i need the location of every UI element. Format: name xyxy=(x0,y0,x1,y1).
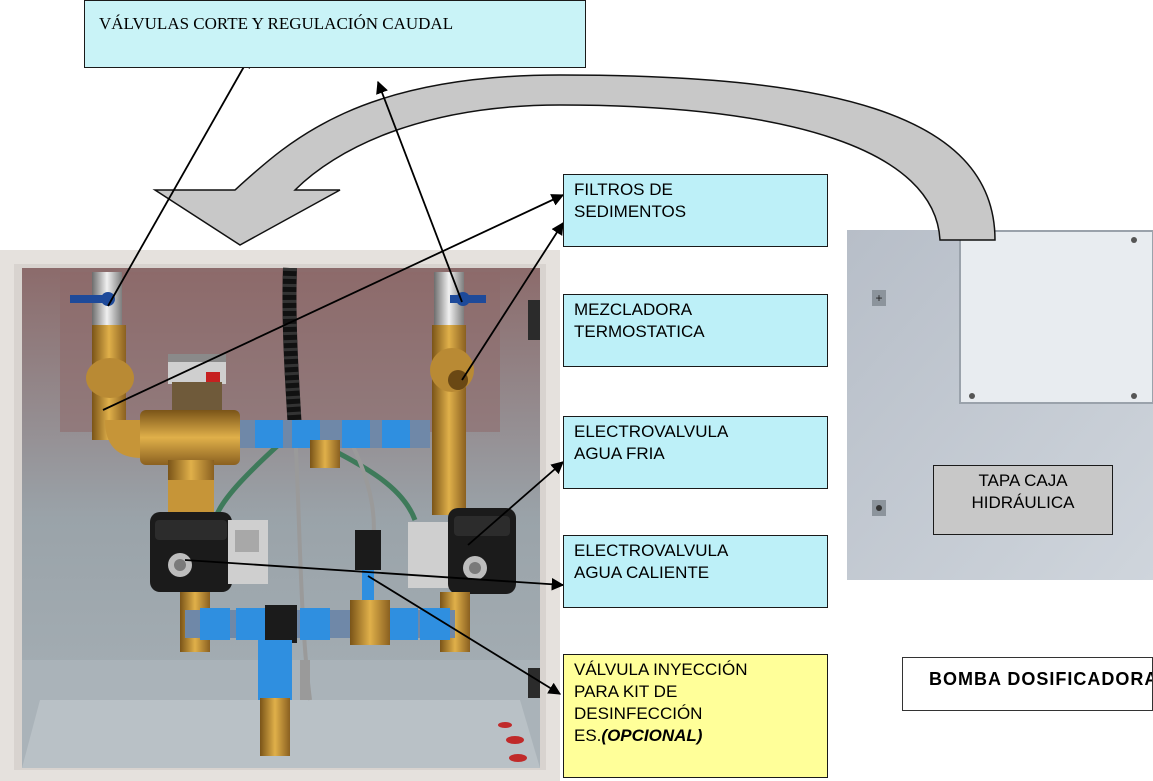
filters-line-2: SEDIMENTOS xyxy=(574,202,687,221)
valves-header-text: VÁLVULAS CORTE Y REGULACIÓN CAUDAL xyxy=(99,14,454,33)
mixer-line-2: TERMOSTATICA xyxy=(574,322,705,341)
injection-line-2: PARA KIT DE xyxy=(574,682,678,701)
cover-line-2: HIDRÁULICA xyxy=(971,493,1075,512)
injection-line-1: VÁLVULA INYECCIÓN xyxy=(574,660,748,679)
injection-suffix: ES. xyxy=(574,726,602,745)
mixer-line-1: MEZCLADORA xyxy=(574,300,693,319)
hot-solenoid-callout: ELECTROVALVULA AGUA CALIENTE xyxy=(563,535,828,608)
pump-text: BOMBA DOSIFICADORA xyxy=(929,669,1153,689)
injection-callout: VÁLVULA INYECCIÓN PARA KIT DE DESINFECCI… xyxy=(563,654,828,778)
cabinet-photo xyxy=(0,250,560,781)
cold-solenoid-line-2: AGUA FRIA xyxy=(574,444,665,463)
svg-text:+: + xyxy=(875,291,882,305)
mixer-callout: MEZCLADORA TERMOSTATICA xyxy=(563,294,828,367)
injection-line-3: DESINFECCIÓN xyxy=(574,704,703,723)
pump-callout: BOMBA DOSIFICADORA xyxy=(902,657,1153,711)
cover-callout: TAPA CAJA HIDRÁULICA xyxy=(933,465,1113,535)
filters-line-1: FILTROS DE xyxy=(574,180,673,199)
cover-line-1: TAPA CAJA xyxy=(978,471,1068,490)
hot-solenoid-line-1: ELECTROVALVULA xyxy=(574,541,729,560)
hot-solenoid-line-2: AGUA CALIENTE xyxy=(574,563,710,582)
cold-solenoid-callout: ELECTROVALVULA AGUA FRIA xyxy=(563,416,828,489)
flip-arrow-icon xyxy=(152,74,996,246)
cold-solenoid-line-1: ELECTROVALVULA xyxy=(574,422,729,441)
filters-callout: FILTROS DE SEDIMENTOS xyxy=(563,174,828,247)
pointer-arrows xyxy=(102,54,565,695)
valves-header-callout: VÁLVULAS CORTE Y REGULACIÓN CAUDAL xyxy=(84,0,586,68)
injection-optional: (OPCIONAL) xyxy=(601,726,703,745)
injection-line-4: ES.(OPCIONAL) xyxy=(574,725,827,747)
